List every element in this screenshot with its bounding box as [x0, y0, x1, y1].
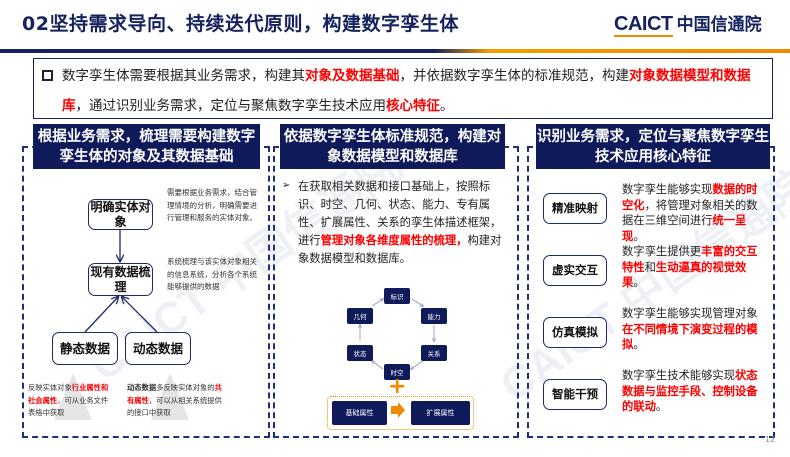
feature-box: 仿真模拟 — [543, 317, 607, 348]
text-segment: 在不同情境下演变过程的模拟 — [622, 322, 758, 352]
feature-description: 数字孪生技术能够实现状态数据与监控手段、控制设备的联动。 — [622, 368, 758, 415]
feature-description: 数字孪生能够实现数据的时空化，将管理对象相关的数据在三维空间进行统一呈现。 — [622, 182, 758, 244]
base-attributes: 基础属性 — [332, 401, 387, 425]
checkbox-bullet-icon — [42, 70, 53, 81]
arrow-right-icon — [391, 402, 405, 418]
text-segment: 对象及数据基础 — [305, 68, 400, 84]
text-segment: ，将管理对象相关的数据在三维空间进行 — [622, 198, 758, 228]
cycle-node-spacetime: 时空 — [384, 364, 410, 380]
header-divider — [0, 49, 790, 53]
text-segment: 数字孪生体需要根据其业务需求，构建其 — [62, 68, 305, 84]
text-segment: 丰富的交互特性 — [622, 245, 758, 274]
text-segment: 。 — [440, 98, 454, 114]
cycle-node-state: 状态 — [347, 345, 373, 361]
text-segment: 状态数据与监控手段、控制设备的联动 — [622, 369, 758, 413]
static-desc: 反映实体对象行业属性和社会属性，可从业务文件表格中获取 — [28, 383, 109, 417]
data-review-box: 现有数据梳理 — [88, 263, 153, 296]
text-segment: 。 — [633, 338, 645, 351]
cycle-node-geometry: 几何 — [347, 308, 373, 324]
entity-note: 需要根据业务需求，结合管理情境的分析，明确需要进行管理和服务的实体对象。 — [167, 188, 257, 222]
panel2-header: 依据数字孪生体标准规范，构建对象数据模型和数据库 — [280, 124, 505, 169]
text-segment: 和 — [644, 260, 656, 274]
dynamic-data-box: 动态数据 — [125, 332, 191, 365]
text-segment: 数据的时空化 — [622, 183, 758, 212]
cycle-node-capability: 能力 — [421, 308, 447, 324]
entity-object-box: 明确实体对象 — [88, 199, 153, 230]
plus-icon: + — [388, 374, 407, 399]
panel1-header: 根据业务需求，梳理需要构建数字孪生体的对象及其数据基础 — [33, 124, 260, 169]
text-segment: 生动逼真的视觉效果 — [622, 260, 747, 290]
data-note: 系统梳理与该实体对象相关的信息系统，分析各个系统能够提供的数据 — [167, 257, 257, 291]
text-segment: 数字孪生技术能够实现 — [622, 369, 735, 382]
attribute-group — [327, 396, 474, 430]
intro-text: 数字孪生体需要根据其业务需求，构建其对象及数据基础，并依据数字孪生体的标准规范，… — [62, 68, 751, 114]
text-segment: 对象数据模型和数据库 — [62, 68, 751, 114]
extended-attributes: 扩展属性 — [411, 401, 470, 425]
text-segment: ，通过识别业务需求，定位与聚焦数字孪生技术应用 — [75, 98, 387, 114]
feature-box: 虚实交互 — [543, 255, 607, 286]
page-number: 12 — [765, 435, 776, 444]
feature-description: 数字孪生能够实现管理对象在不同情境下演变过程的模拟。 — [622, 306, 758, 353]
text-segment: 数字孪生能够实现 — [622, 183, 713, 196]
text-segment: 数字孪生能够实现管理对象 — [622, 307, 758, 320]
model-description: 在获取相关数据和接口基础上，按照标识、时空、几何、状态、能力、专有属性、扩展属性… — [298, 180, 502, 265]
text-segment: 核心特征 — [386, 98, 440, 114]
arrow-bullet-icon: ➢ — [282, 180, 291, 191]
feature-description: 数字孪生提供更丰富的交互特性和生动逼真的视觉效果。 — [622, 244, 758, 291]
cycle-node-identity: 标识 — [384, 288, 410, 304]
text-segment: 。 — [633, 229, 645, 243]
page-title: 02坚持需求导向、持续迭代原则，构建数字孪生体 — [22, 13, 459, 35]
text-segment: 数字孪生提供更 — [622, 245, 702, 258]
feature-box: 智能干预 — [543, 379, 607, 410]
text-segment: 统一呈现 — [622, 214, 747, 243]
dynamic-desc: 动态数据多反映实体对象的共有属性，可以从相关系统提供的接口中获取 — [127, 383, 222, 417]
text-segment: 。 — [633, 276, 645, 289]
static-data-box: 静态数据 — [52, 332, 118, 365]
cycle-node-relation: 关系 — [421, 345, 447, 361]
panel3-header: 识别业务需求，定位与聚焦数字孪生技术应用核心特征 — [536, 124, 770, 169]
feature-box: 精准映射 — [543, 193, 607, 224]
text-segment: ，并依据数字孪生体的标准规范，构建 — [399, 68, 630, 84]
text-segment: 。 — [655, 400, 668, 413]
intro-box: 数字孪生体需要根据其业务需求，构建其对象及数据基础，并依据数字孪生体的标准规范，… — [33, 58, 773, 119]
